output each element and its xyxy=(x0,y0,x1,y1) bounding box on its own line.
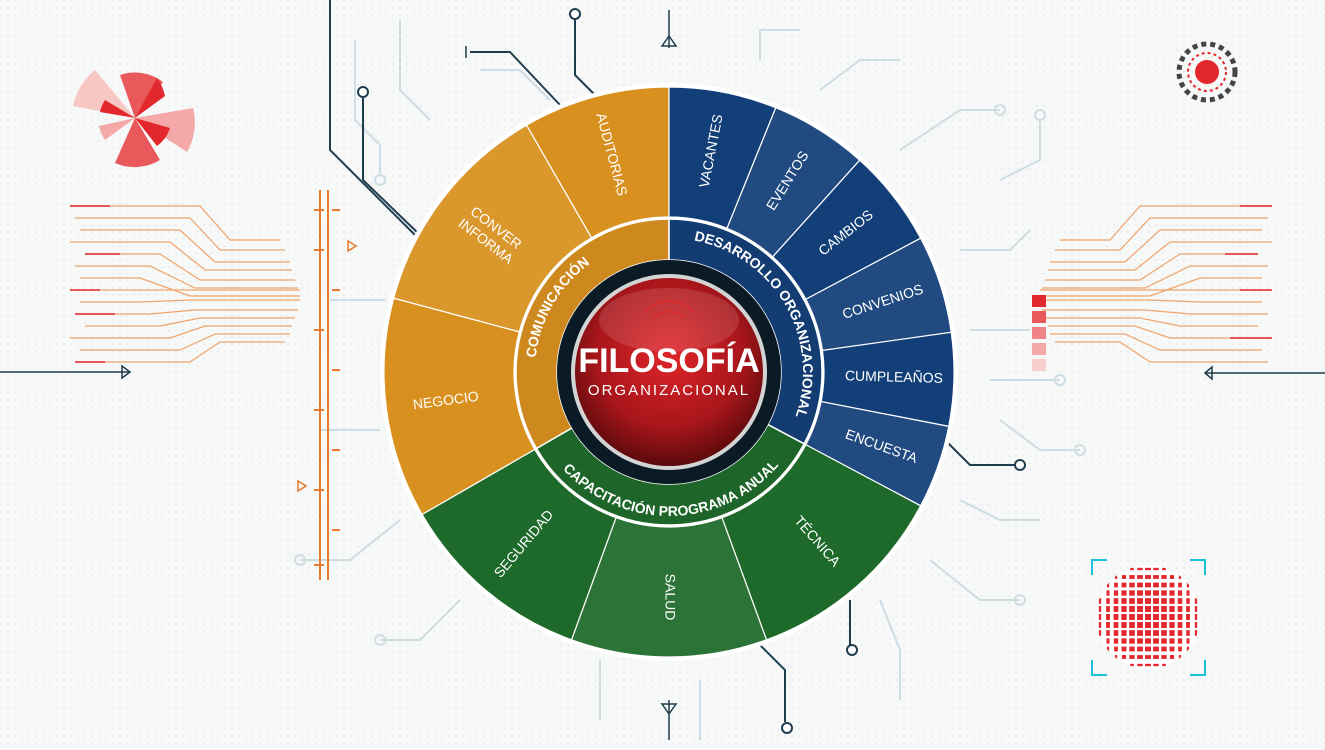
vertical-bus xyxy=(319,190,329,580)
circuit-tree-icon xyxy=(70,205,300,363)
dark-traces xyxy=(329,0,1015,722)
segment-capacitacion-2[interactable] xyxy=(421,448,617,641)
segment-label-capacitacion-1: SALUD xyxy=(662,574,678,621)
radar-rose-icon xyxy=(73,70,195,168)
segment-label-desarrollo-4: CUMPLEAÑOS xyxy=(845,367,943,386)
segment-comunicacion-2[interactable] xyxy=(383,297,536,516)
bar-stack-icon xyxy=(1032,295,1046,371)
inner-band-capacitacion[interactable] xyxy=(535,423,806,526)
globe-grid-icon xyxy=(1091,559,1206,676)
center-hub: FILOSOFÍA ORGANIZACIONAL xyxy=(557,260,781,484)
circuit-traces xyxy=(300,20,1080,740)
center-subtitle: ORGANIZACIONAL xyxy=(588,382,750,399)
center-title: FILOSOFÍA xyxy=(578,342,759,380)
target-dot-icon xyxy=(1176,41,1238,103)
segment-comunicacion-1[interactable] xyxy=(392,124,593,333)
